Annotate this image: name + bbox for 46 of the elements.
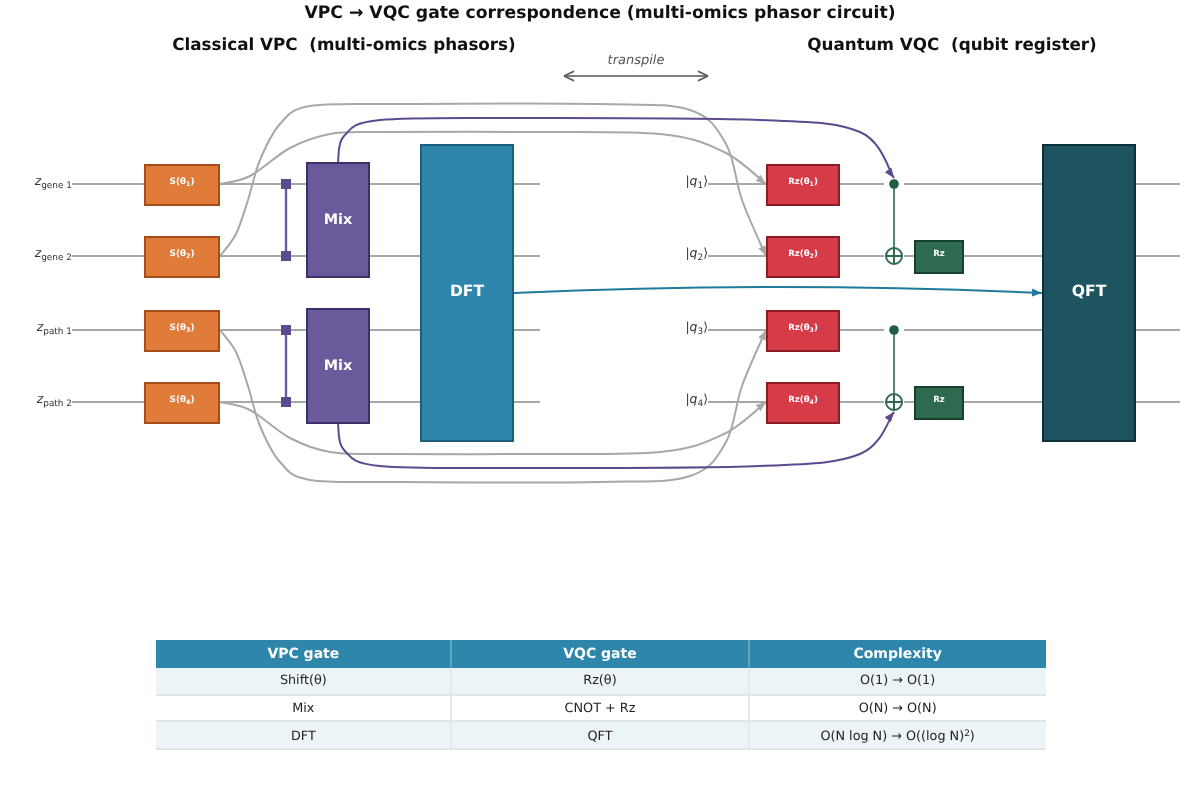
mapping-arrow [337,116,895,179]
wire-line [707,329,767,331]
wire-line [839,329,885,331]
mapping-arrow [513,286,1043,297]
wire-line [71,401,145,403]
mapping-arrow [219,130,767,185]
wire-line [707,401,767,403]
section-heading: Quantum VQC (qubit register) [807,36,1097,55]
wire-line [1135,329,1181,331]
cnot-icon [884,324,904,412]
wire-line [369,255,421,257]
wire-line [369,401,421,403]
wire-line [71,255,145,257]
wire-line [1135,401,1181,403]
wire-line [903,401,915,403]
wire-line [219,329,307,331]
wire-line [903,329,1043,331]
wire-line [513,255,541,257]
wire-line [219,401,307,403]
cnot-icon [884,178,904,266]
wire-line [903,255,915,257]
wire-line [71,183,145,185]
wire-line [513,401,541,403]
wire-line [513,183,541,185]
wire-line [71,329,145,331]
wire-line [369,183,421,185]
wire-line [903,183,1043,185]
diagram-title: VPC → VQC gate correspondence (multi-omics phasor circuit) [304,6,896,25]
wire-line [219,255,307,257]
wire-line [1135,255,1181,257]
mapping-arrow [219,401,767,456]
wire-line [1135,183,1181,185]
section-heading: Classical VPC (multi-omics phasors) [172,36,516,55]
wire-line [219,183,307,185]
wire-line [369,329,421,331]
wire-line [707,255,767,257]
wire-line [963,255,1043,257]
wire-line [513,329,541,331]
wire-line [707,183,767,185]
mapping-arrow [337,411,895,470]
mapping-arrow [219,329,767,484]
mapping-arrow [219,102,767,257]
wire-line [839,401,885,403]
wire-line [839,255,885,257]
wire-line [963,401,1043,403]
wire-line [839,183,885,185]
